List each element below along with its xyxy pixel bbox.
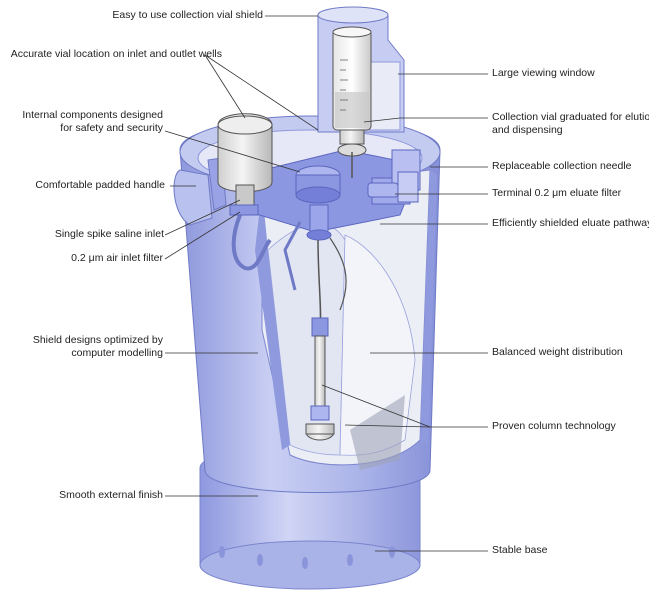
collection-vial: [332, 26, 372, 131]
cutaway-interior: [255, 169, 437, 470]
label-viewing-window: Large viewing window: [492, 67, 595, 79]
collection-vial-shield: [317, 6, 405, 178]
label-weight-distribution: Balanced weight distribution: [492, 346, 623, 358]
label-column-technology: Proven column technology: [492, 420, 616, 432]
label-external-finish: Smooth external finish: [59, 489, 163, 501]
label-stable-base: Stable base: [492, 544, 548, 556]
label-vial-shield: Easy to use collection vial shield: [112, 9, 263, 21]
label-eluate-filter: Terminal 0.2 μm eluate filter: [492, 187, 622, 199]
inlet-well: [217, 113, 273, 216]
label-collection-needle: Replaceable collection needle: [492, 160, 632, 172]
eluate-filter-shape: [367, 171, 419, 203]
label-air-filter: 0.2 μm air inlet filter: [71, 252, 163, 264]
label-vial-location: Accurate vial location on inlet and outl…: [10, 48, 222, 60]
label-saline-inlet: Single spike saline inlet: [54, 228, 164, 240]
label-eluate-pathway: Efficiently shielded eluate pathway: [492, 217, 649, 229]
label-padded-handle: Comfortable padded handle: [35, 179, 165, 191]
manifold: [231, 149, 421, 331]
leader-lines: [164, 15, 488, 552]
column: [305, 317, 335, 441]
